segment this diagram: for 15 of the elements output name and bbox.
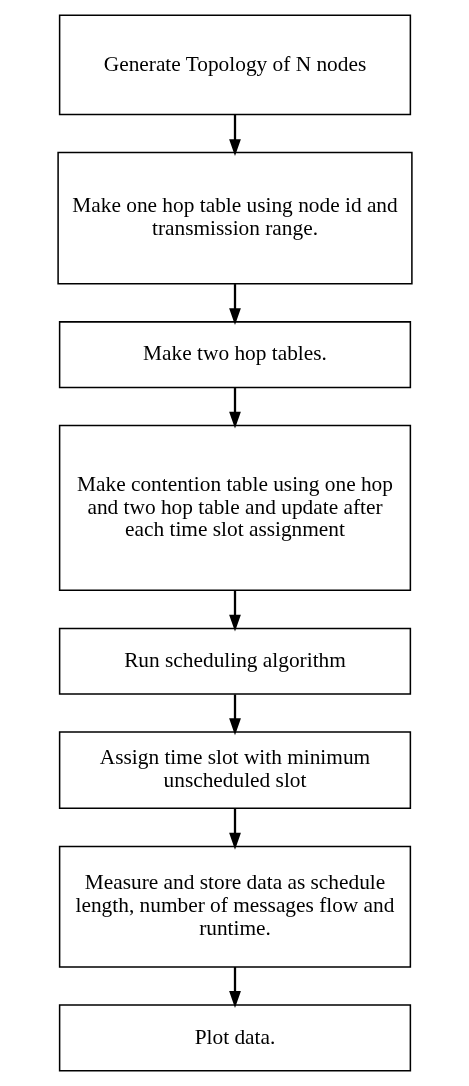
arrow [228,590,241,632]
node-box: Run scheduling algorithm [58,627,411,695]
arrow [228,808,241,850]
node-box: Plot data. [58,1004,411,1072]
arrow [228,967,241,1008]
node-box: Generate Topology of N nodes [58,14,411,116]
arrow [228,694,241,736]
node-box: Make two hop tables. [58,321,411,389]
node-box: Measure and store data as schedule length, number of messages flow and runtime. [58,845,411,968]
node-box: Make one hop table using node id and transmission range. [56,151,413,285]
arrow [228,114,241,156]
arrow [228,284,241,326]
node-box: Assign time slot with minimum unscheduled slot [58,731,411,810]
arrow [228,388,241,429]
node-box: Make contention table using one hop and two hop table and update after each time slot assignment [58,424,411,592]
